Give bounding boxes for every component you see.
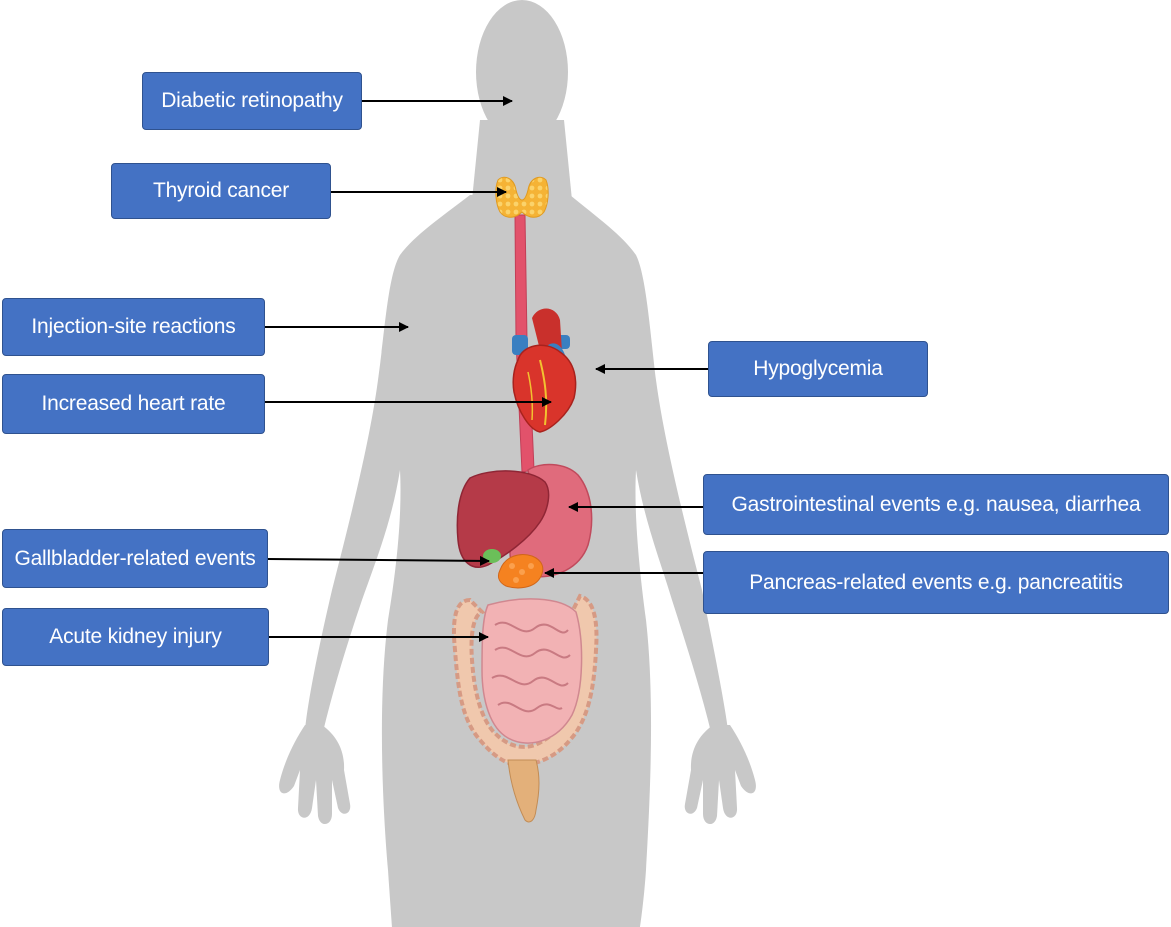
arrow-gallbladder (267, 555, 490, 566)
label-thyroid-cancer: Thyroid cancer (111, 163, 331, 219)
label-increased-heart-rate: Increased heart rate (2, 374, 265, 434)
label-injection-site-reactions: Injection-site reactions (2, 298, 265, 356)
heart-icon (512, 308, 577, 433)
label-gastrointestinal-events: Gastrointestinal events e.g. nausea, dia… (703, 474, 1169, 535)
label-hypoglycemia: Hypoglycemia (708, 341, 928, 397)
thyroid-icon (495, 176, 549, 218)
large-intestine-icon (451, 593, 599, 768)
liver-icon (456, 470, 550, 568)
rectum-icon (507, 759, 540, 823)
label-diabetic-retinopathy: Diabetic retinopathy (142, 72, 362, 130)
arrows (265, 96, 708, 642)
pancreas-icon (497, 554, 544, 589)
label-acute-kidney-injury: Acute kidney injury (2, 608, 269, 666)
small-intestine-icon (481, 598, 583, 744)
label-pancreas-related-events: Pancreas-related events e.g. pancreatiti… (703, 551, 1169, 614)
label-gallbladder-related-events: Gallbladder-related events (2, 529, 268, 588)
